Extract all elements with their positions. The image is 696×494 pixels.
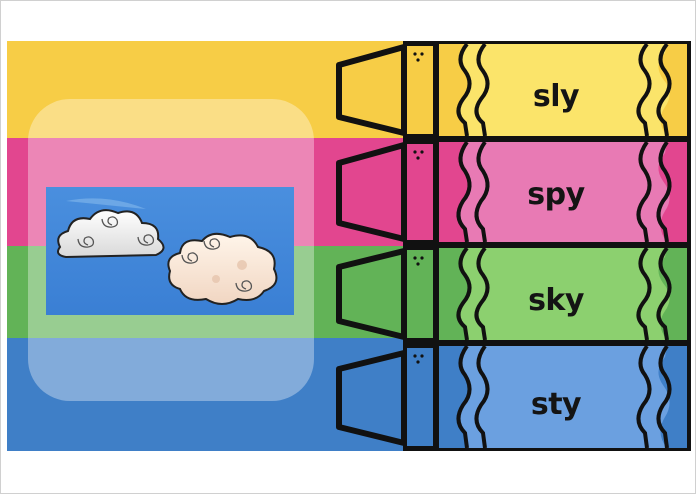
sky-picture (46, 187, 294, 315)
crayon-icon (336, 344, 687, 450)
crayon-icon (336, 140, 687, 244)
crayon-stack (336, 41, 691, 451)
word-sky[interactable]: sky (528, 283, 584, 318)
crayon-icon (336, 42, 687, 138)
crayon-icon (336, 246, 687, 342)
word-spy[interactable]: spy (527, 177, 585, 212)
sky-illustration (46, 187, 294, 315)
cloud-icon (57, 209, 165, 259)
slide: sly spy sky sty (7, 41, 691, 451)
cloud-icon (167, 232, 278, 305)
word-sly[interactable]: sly (532, 79, 580, 114)
word-sty[interactable]: sty (530, 387, 582, 422)
